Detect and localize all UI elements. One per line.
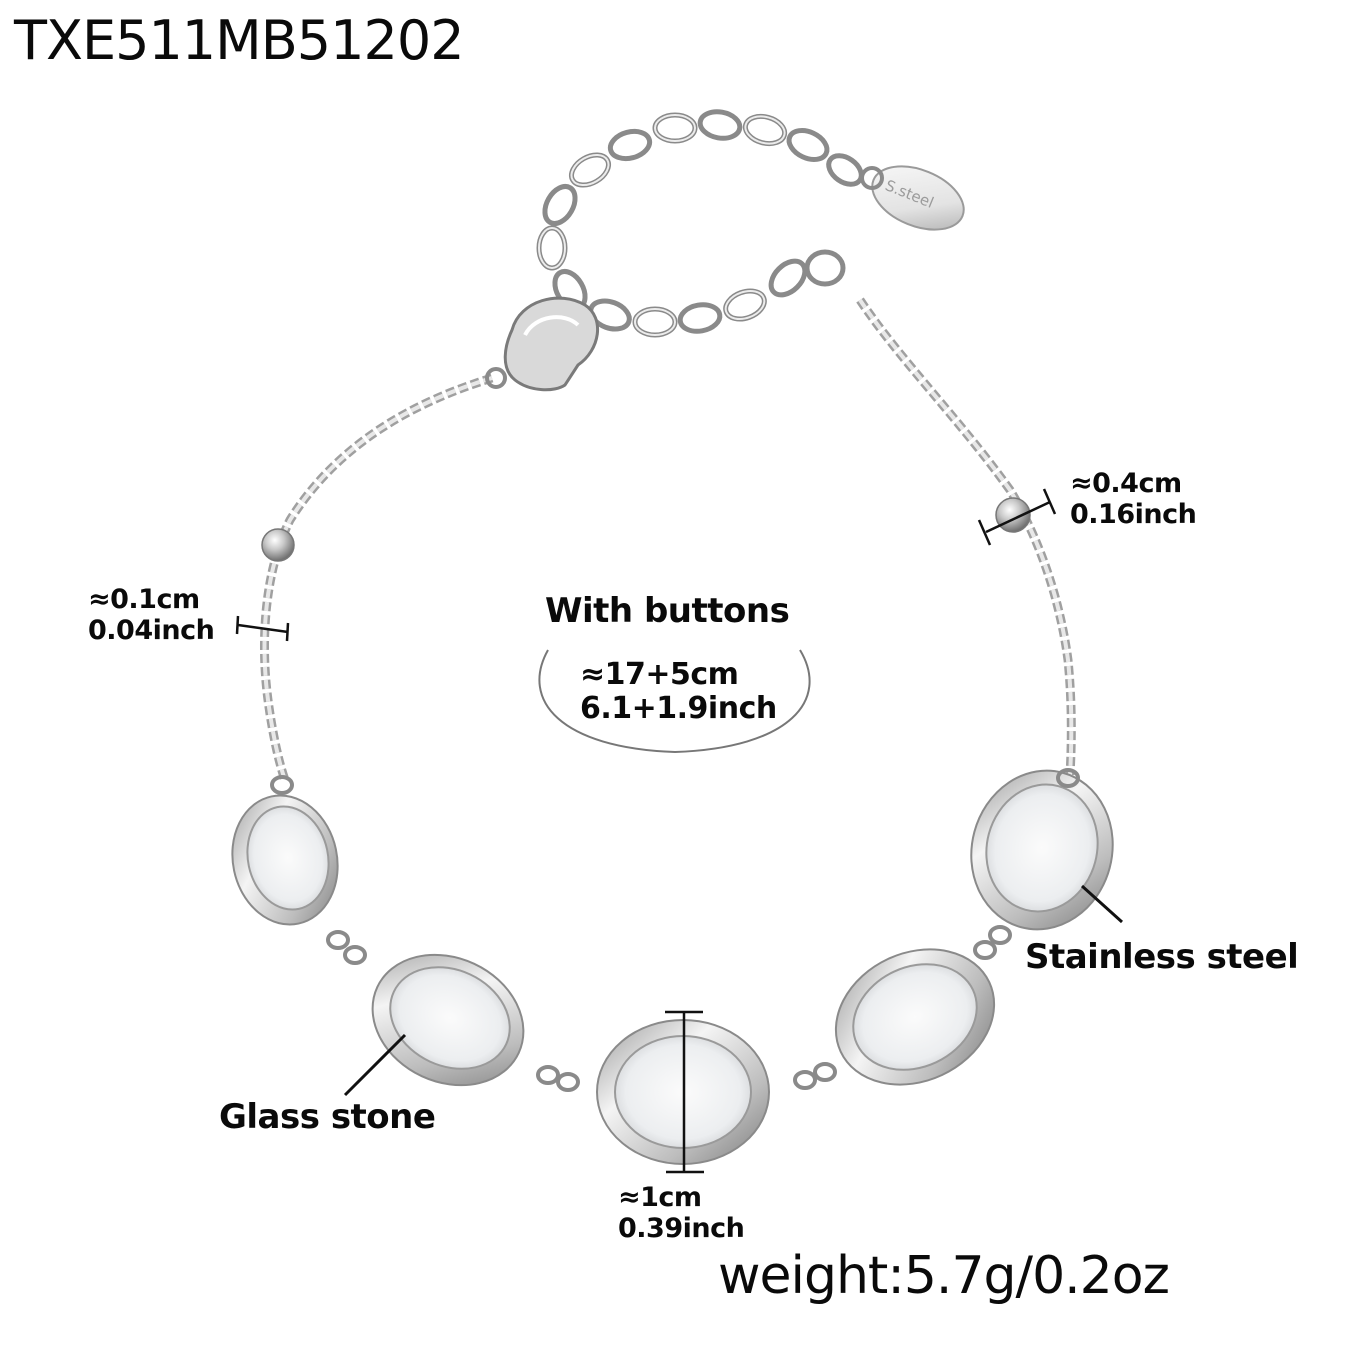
left-chain [259, 373, 494, 782]
bead-size-inch: 0.16inch [1070, 499, 1197, 531]
stone-height-marker [665, 1010, 704, 1174]
length-inch: 6.1+1.9inch [580, 690, 777, 726]
glass-stone-leader [343, 1033, 407, 1097]
bead-size-cm: ≈0.4cm [1070, 468, 1182, 499]
stone-2 [371, 953, 525, 1087]
stone-measurement: ≈1cm 0.39inch [618, 1182, 745, 1245]
product-weight: weight:5.7g/0.2oz [718, 1246, 1170, 1306]
steel-tag [860, 165, 965, 231]
chain-measurement: ≈0.1cm 0.04inch [88, 584, 215, 647]
stone-size-cm: ≈1cm [618, 1182, 702, 1213]
stone-size-inch: 0.39inch [618, 1213, 745, 1245]
length-cm: ≈17+5cm [580, 657, 739, 692]
lobster-clasp [485, 296, 600, 392]
length-arc [538, 649, 811, 754]
stone-4 [834, 948, 996, 1086]
extender-chain [536, 109, 864, 338]
stainless-steel-label: Stainless steel [1025, 937, 1299, 977]
glass-stone-label: Glass stone [219, 1097, 436, 1137]
length-title: With buttons [545, 591, 790, 631]
stone-1 [231, 794, 339, 926]
length-measurement: ≈17+5cm 6.1+1.9inch [580, 658, 777, 725]
chain-width-cm: ≈0.1cm [88, 584, 200, 615]
product-sku: TXE511MB51202 [14, 9, 465, 72]
bead-width-marker [977, 488, 1057, 546]
bead-measurement: ≈0.4cm 0.16inch [1070, 468, 1197, 531]
chain-width-marker [235, 615, 290, 642]
chain-width-inch: 0.04inch [88, 615, 215, 647]
stone-5 [970, 769, 1114, 931]
right-chain [856, 297, 1076, 776]
left-bead [261, 528, 295, 562]
stainless-steel-leader [1080, 884, 1124, 924]
